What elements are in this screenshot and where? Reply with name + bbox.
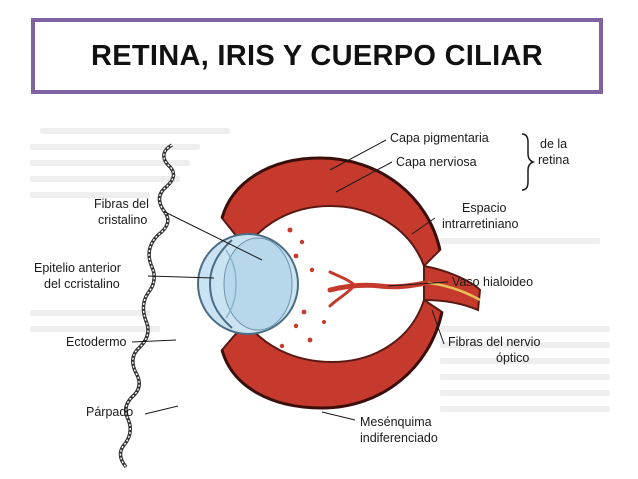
label-vaso-hialoideo: Vaso hialoideo (452, 275, 533, 289)
label-de-la: de la (540, 137, 567, 151)
pigment-layer-edge-lower (220, 311, 444, 410)
label-retina: retina (538, 153, 569, 167)
mesenchyme-cells (279, 227, 326, 365)
label-espacio-2: intrarretiniano (442, 217, 518, 231)
ectoderm-line-inner (119, 144, 175, 468)
label-fibras-cristalino-1: Fibras del (94, 197, 149, 211)
title-box: RETINA, IRIS Y CUERPO CILIAR (31, 18, 603, 94)
slide-title: RETINA, IRIS Y CUERPO CILIAR (90, 39, 544, 72)
leader-lines (131, 139, 449, 421)
label-mesenquima-2: indiferenciado (360, 431, 438, 445)
label-fibras-nervio-1: Fibras del nervio (448, 335, 540, 349)
label-espacio-1: Espacio (462, 201, 507, 215)
label-capa-nerviosa: Capa nerviosa (396, 155, 477, 169)
label-fibras-cristalino-2: cristalino (98, 213, 147, 227)
lens-anterior-epithelium (208, 239, 233, 329)
label-fibras-nervio-2: óptico (496, 351, 529, 365)
eye-diagram-svg: Capa pigmentaria Capa nerviosa de la ret… (30, 128, 610, 469)
background-text-texture (30, 128, 610, 412)
lens-fibers (223, 237, 293, 331)
pigment-layer-edge (220, 156, 442, 251)
eye-diagram: Capa pigmentaria Capa nerviosa de la ret… (0, 100, 638, 479)
lens-cavity (225, 249, 237, 319)
hyaloid-vessel-branch (328, 270, 358, 288)
label-epitelio-1: Epitelio anterior (34, 261, 121, 275)
hyaloid-vessel (327, 280, 429, 293)
label-epitelio-2: del ccristalino (44, 277, 120, 291)
retina-bracket (521, 133, 536, 191)
label-parpado: Párpado (86, 405, 133, 419)
label-capa-pigmentaria: Capa pigmentaria (390, 131, 489, 145)
hyaloid-vessel-branch-2 (328, 286, 354, 308)
label-mesenquima-1: Mesénquima (360, 415, 432, 429)
label-ectodermo: Ectodermo (66, 335, 126, 349)
